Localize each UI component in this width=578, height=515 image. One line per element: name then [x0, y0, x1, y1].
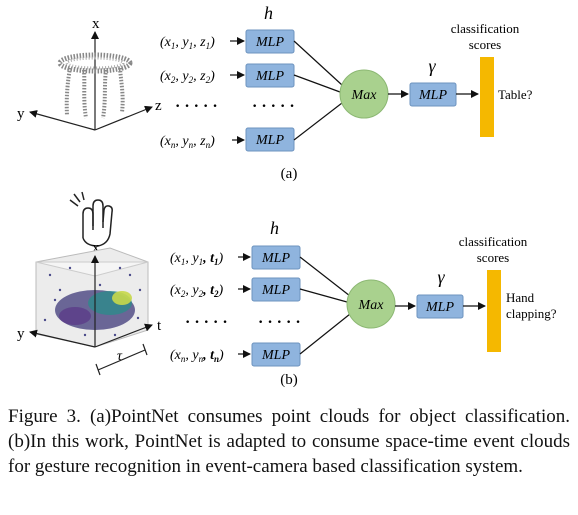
panel-label-b: (b)	[280, 372, 298, 388]
figure-diagram: x y z (x1, y1, z1) (x2, y2, z2) (xn, yn,…	[17, 3, 557, 388]
max-connectors-b	[299, 256, 351, 355]
h-label-a: h	[264, 3, 273, 23]
axis-z-label-a: z	[155, 98, 162, 114]
input-list-a: (x1, y1, z1) (x2, y2, z2) (xn, yn, zn)	[160, 35, 215, 150]
mlp-box-1-a: MLP	[255, 35, 284, 50]
input-point-1-b: (x1, y1, t1)	[170, 251, 224, 267]
scores-title-line1-a: classification	[451, 21, 520, 36]
input-point-n-b: (xn, yn, tn)	[170, 348, 224, 364]
mlp-box-2-a: MLP	[255, 69, 284, 84]
scores-title-line1-b: classification	[459, 234, 528, 249]
score-bar-b	[487, 270, 501, 352]
mlp-box-n-b: MLP	[261, 348, 290, 363]
scores-title-line2-b: scores	[477, 250, 510, 265]
axis-t-label-b: t	[157, 318, 162, 334]
point-cloud-table	[57, 52, 133, 119]
output-label-line2-b: clapping?	[506, 306, 557, 321]
max-connectors-a	[293, 40, 343, 141]
mlp-gamma-label-b: MLP	[425, 300, 454, 315]
output-label-a: Table?	[498, 87, 533, 102]
output-label-line1-b: Hand	[506, 290, 535, 305]
hand-clap-icon	[69, 191, 113, 247]
figure-caption: Figure 3. (a)PointNet consumes point clo…	[8, 406, 570, 477]
input-arrows-a	[230, 37, 245, 144]
mlp-stack-a: MLP MLP MLP	[245, 29, 295, 152]
mlp-box-2-b: MLP	[261, 283, 290, 298]
max-label-b: Max	[358, 298, 385, 313]
event-cloud-cube	[35, 247, 149, 348]
input-point-1-a: (x1, y1, z1)	[160, 35, 215, 51]
ellipsis-inputs-b: · · · · ·	[185, 314, 228, 331]
ellipsis-inputs-a: · · · · ·	[175, 98, 218, 115]
h-label-b: h	[270, 218, 279, 238]
ellipsis-mlp-a: · · · · ·	[252, 98, 295, 115]
input-point-2-b: (x2, y2, t2)	[170, 283, 224, 299]
score-bar-a	[480, 57, 494, 137]
input-point-n-a: (xn, yn, zn)	[160, 134, 215, 150]
panel-label-a: (a)	[281, 166, 298, 182]
panel-a: x y z (x1, y1, z1) (x2, y2, z2) (xn, yn,…	[17, 3, 533, 182]
input-point-2-a: (x2, y2, z2)	[160, 69, 215, 85]
axis-x-label-b: x	[92, 240, 100, 256]
mlp-box-1-b: MLP	[261, 251, 290, 266]
tau-label-b: τ	[117, 349, 123, 364]
ellipsis-mlp-b: · · · · ·	[258, 314, 301, 331]
gamma-label-a: γ	[428, 56, 436, 76]
mlp-stack-b: MLP MLP MLP	[251, 245, 301, 367]
axis-x-label-a: x	[92, 16, 100, 32]
gamma-label-b: γ	[437, 267, 445, 287]
max-pool-node-b	[346, 279, 396, 329]
mlp-gamma-label-a: MLP	[418, 88, 447, 103]
axes-3d-b	[29, 255, 153, 376]
mlp-box-n-a: MLP	[255, 133, 284, 148]
panel-b: x y t τ	[17, 191, 557, 388]
axes-3d-a	[29, 31, 153, 131]
scores-title-line2-a: scores	[469, 37, 502, 52]
axis-y-label-b: y	[17, 326, 25, 342]
input-arrows-b	[238, 253, 251, 358]
max-label-a: Max	[351, 88, 378, 103]
axis-y-label-a: y	[17, 106, 25, 122]
input-list-b: (x1, y1, t1) (x2, y2, t2) (xn, yn, tn)	[170, 251, 224, 364]
